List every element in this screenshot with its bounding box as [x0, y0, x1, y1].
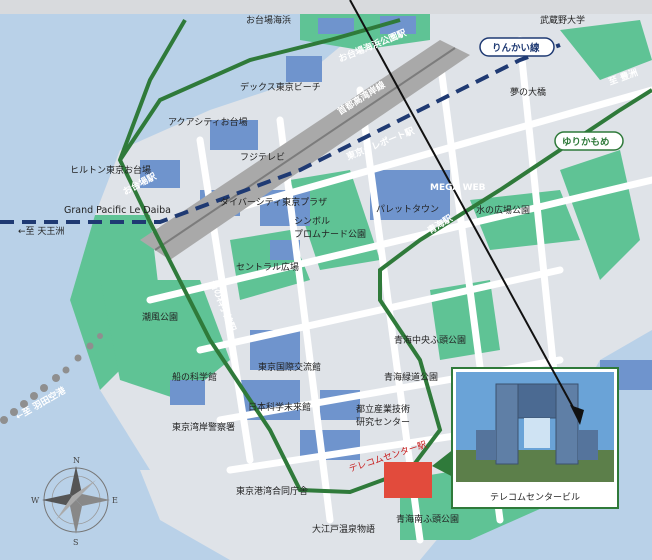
park-top-right: [560, 20, 652, 80]
label-port-office: 東京港湾合同庁舎: [236, 485, 308, 497]
top-band: [0, 0, 652, 14]
pointer-arrow-head: [570, 405, 584, 425]
telecom-photo-inset[interactable]: テレコムセンタービル: [451, 367, 619, 509]
compass-n: N: [73, 456, 80, 465]
label-mega-web: MEGA WEB: [430, 183, 486, 193]
compass-w: W: [31, 496, 40, 505]
label-grand-pacific: Grand Pacific Le Daiba: [64, 205, 171, 216]
label-coast-guard: 東京湾岸警察署: [172, 421, 235, 433]
label-miraikan: 日本科学未来館: [248, 401, 311, 413]
label-palette-town: パレットタウン: [376, 204, 439, 215]
label-decks: デックス東京ビーチ: [240, 81, 321, 93]
yurikamome-label: ゆりかもめ: [562, 137, 610, 148]
label-musashino: 武蔵野大学: [540, 14, 585, 26]
label-aomi-chuo: 青海中央ふ頭公園: [394, 334, 466, 346]
telecom-photo-caption: テレコムセンタービル: [490, 492, 580, 503]
bldg-1: [318, 18, 354, 34]
haneda-route: [0, 333, 103, 424]
compass-s: S: [73, 538, 78, 547]
bldg-aquacity: [210, 120, 258, 150]
label-odaiba-kaihin-top: お台場海浜: [246, 14, 291, 26]
label-ooedo: 大江戸温泉物語: [312, 523, 375, 535]
label-fune-museum: 船の科学館: [172, 371, 217, 383]
rinkai-label: りんかい線: [492, 42, 540, 54]
label-toritsu-2: 研究センター: [356, 416, 410, 428]
label-toritsu: 都立産業技術: [356, 403, 410, 415]
label-symbol: シンボル: [294, 216, 330, 227]
park-aomi-chuo: [430, 280, 500, 360]
bldg-hilton: [140, 160, 180, 188]
label-fuji-tv: フジテレビ: [240, 152, 285, 163]
park-east-shore: [560, 150, 640, 280]
compass-e: E: [112, 496, 118, 505]
compass-rose: N S E W: [31, 456, 118, 547]
label-mizu-hiroba: 水の広場公園: [476, 204, 530, 216]
park-symbol: [290, 170, 380, 270]
park-shiokaze: [100, 280, 230, 400]
label-aomi-minami: 青海南ふ頭公園: [396, 513, 459, 525]
yurikamome-branch: [118, 18, 401, 162]
bldg-fune: [170, 380, 205, 405]
label-shiokaze: 潮風公園: [142, 311, 178, 323]
label-symbol-2: プロムナード公園: [294, 229, 366, 240]
label-yume-ohashi: 夢の大橋: [510, 86, 546, 98]
label-aomi-ryokudo: 青海緑道公園: [384, 371, 438, 383]
bldg-palette: [370, 170, 450, 220]
label-central-hiroba: セントラル広場: [236, 261, 299, 273]
label-tokyo-kokusai: 東京国際交流館: [258, 361, 321, 373]
land-bottom: [140, 470, 240, 560]
rinkai-pill: [479, 37, 555, 57]
telecom-center-building[interactable]: [384, 462, 432, 498]
label-diver-city: ダイバーシティ東京プラザ: [220, 196, 327, 208]
label-to-tennozu: ←至 天王洲: [18, 226, 64, 237]
bldg-decks: [286, 56, 322, 82]
pointer-arrow: [349, 0, 581, 421]
photo-pointer: [432, 448, 455, 478]
bldg-2: [380, 16, 416, 34]
label-hilton: ヒルトン東京お台場: [70, 164, 151, 176]
label-aquacity: アクアシティお台場: [168, 116, 248, 128]
expressway: [140, 40, 470, 260]
yurikamome-pill: [554, 131, 624, 151]
rinkai-line: [0, 43, 561, 224]
